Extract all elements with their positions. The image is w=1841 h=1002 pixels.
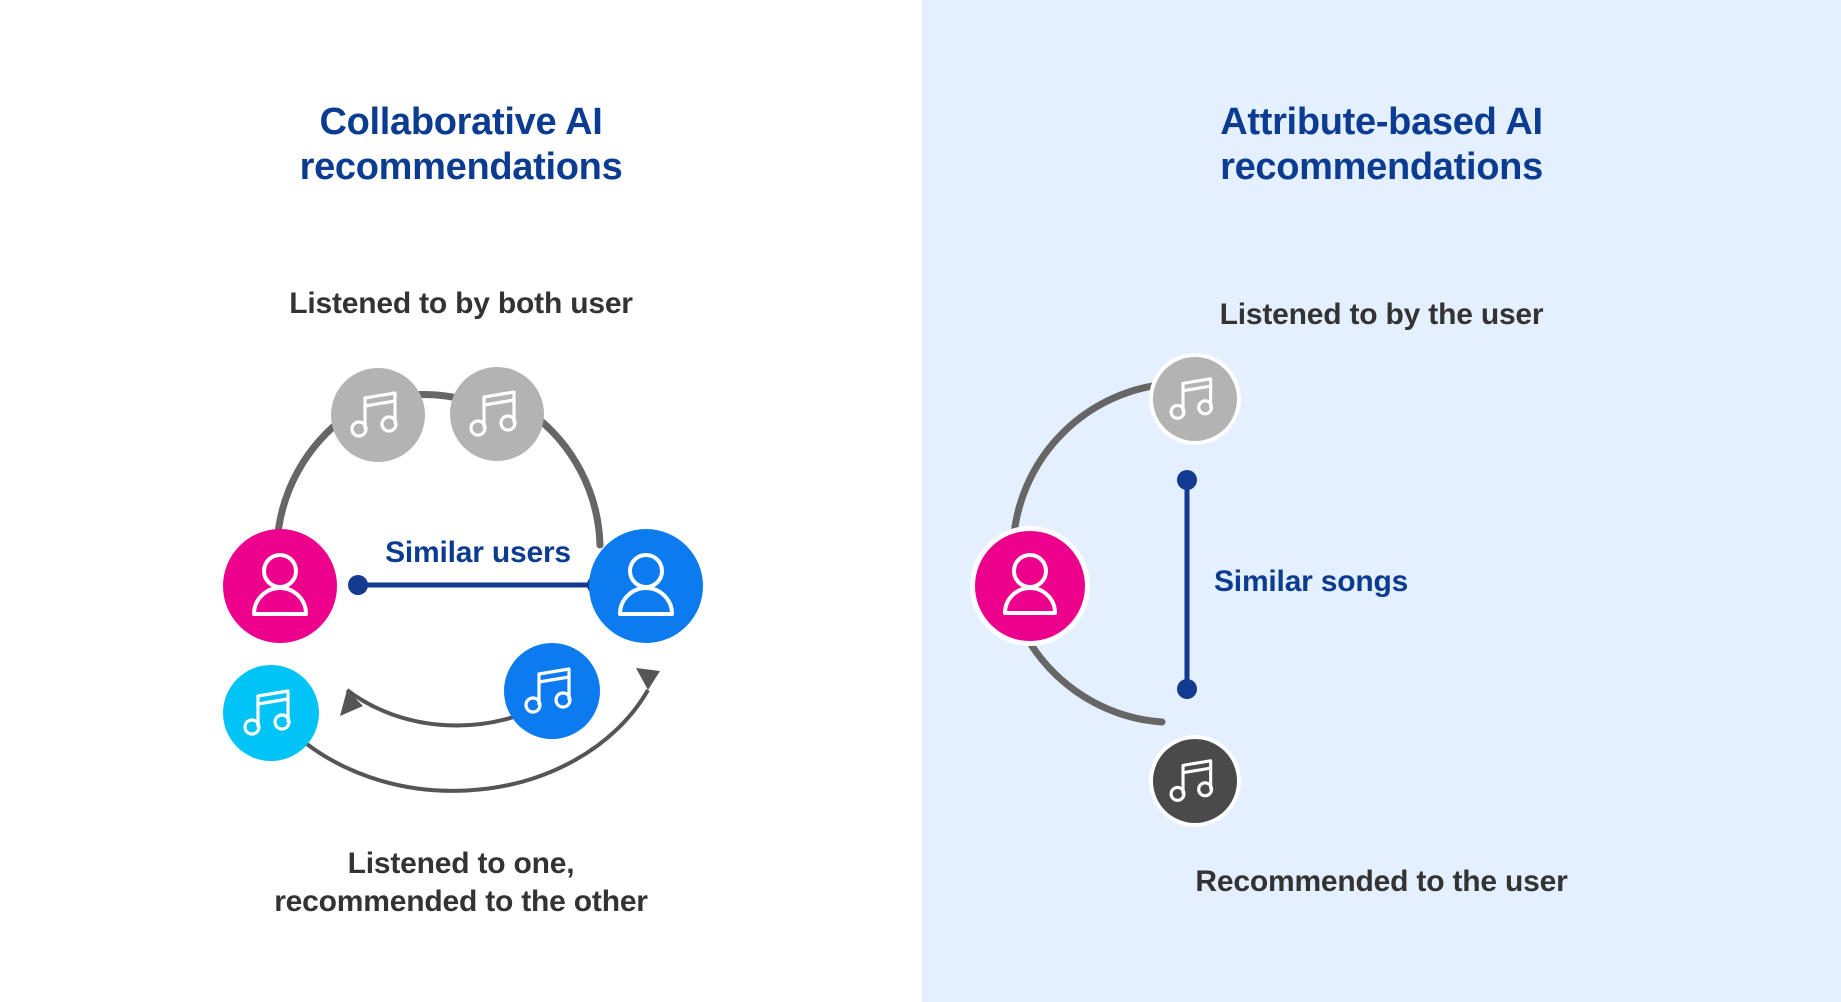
title-line-2: recommendations xyxy=(299,145,623,188)
collaborative-diagram xyxy=(223,367,703,793)
node-song-listened[interactable] xyxy=(1149,353,1241,445)
node-song-shared-left[interactable] xyxy=(331,368,425,462)
node-circle xyxy=(1153,739,1237,823)
ring-arcs xyxy=(273,391,604,549)
node-circle xyxy=(1153,357,1237,441)
music-note-icon xyxy=(1169,377,1214,420)
arc-gray-right-to-blue xyxy=(527,409,604,549)
connector-dot-top xyxy=(1177,470,1197,490)
music-note-icon xyxy=(350,391,398,438)
person-icon xyxy=(1003,553,1057,615)
similar-songs-connector xyxy=(1177,470,1197,699)
connector-dot-left xyxy=(348,575,368,595)
person-icon xyxy=(252,553,308,616)
node-circle xyxy=(504,643,600,739)
caption-top-attribute-based: Listened to by the user xyxy=(922,296,1841,334)
person-icon xyxy=(618,553,674,616)
caption-bottom-attribute-based: Recommended to the user xyxy=(922,863,1841,901)
node-user-blue[interactable] xyxy=(589,529,703,643)
panel-attribute-based: Attribute-based AI recommendations Liste… xyxy=(922,0,1841,1002)
music-note-icon xyxy=(1169,759,1214,802)
music-note-icon xyxy=(469,390,517,437)
attribute-based-diagram xyxy=(970,353,1241,827)
node-song-shared-right[interactable] xyxy=(450,367,544,461)
connector-dot-bottom xyxy=(1177,679,1197,699)
panel-title-collaborative: Collaborative AI recommendations xyxy=(0,100,922,190)
caption-bottom-line-1: Listened to one, xyxy=(347,847,575,880)
caption-top-line-1: Listened to by the user xyxy=(1219,298,1544,331)
caption-top-collaborative: Listened to by both user xyxy=(0,285,922,323)
caption-bottom-collaborative: Listened to one, recommended to the othe… xyxy=(0,845,922,921)
edge-label-similar-users: Similar users xyxy=(385,536,571,569)
panel-collaborative: Collaborative AI recommendations Listene… xyxy=(0,100,922,921)
node-user-pink[interactable] xyxy=(223,529,337,643)
caption-bottom-line-2: recommended to the other xyxy=(274,885,648,919)
arrow-cyan-to-blue-head xyxy=(636,668,660,690)
node-song-cyan[interactable] xyxy=(223,665,319,761)
title-line-1: Collaborative AI xyxy=(319,101,603,143)
node-circle xyxy=(331,368,425,462)
music-note-icon xyxy=(524,667,572,714)
node-song-blue[interactable] xyxy=(504,643,600,739)
panel-title-attribute-based: Attribute-based AI recommendations xyxy=(922,100,1841,190)
node-circle xyxy=(450,367,544,461)
edge-label-similar-songs: Similar songs xyxy=(1214,565,1409,598)
music-note-icon xyxy=(243,689,291,736)
caption-bottom-line-1: Recommended to the user xyxy=(1195,865,1568,898)
node-song-recommended[interactable] xyxy=(1149,735,1241,827)
similar-users-connector xyxy=(348,575,607,595)
node-user-pink[interactable] xyxy=(970,526,1090,646)
title-line-2: recommendations xyxy=(1220,145,1543,188)
title-line-1: Attribute-based AI xyxy=(1220,101,1543,143)
arc-gray-to-pink xyxy=(1010,380,1171,538)
arrow-blue-to-cyan-head xyxy=(340,690,363,716)
caption-top-line-1: Listened to by both user xyxy=(289,287,633,320)
node-circle xyxy=(223,665,319,761)
arrow-cyan-to-blue-path xyxy=(270,689,650,793)
recommendation-arrows xyxy=(270,668,660,793)
